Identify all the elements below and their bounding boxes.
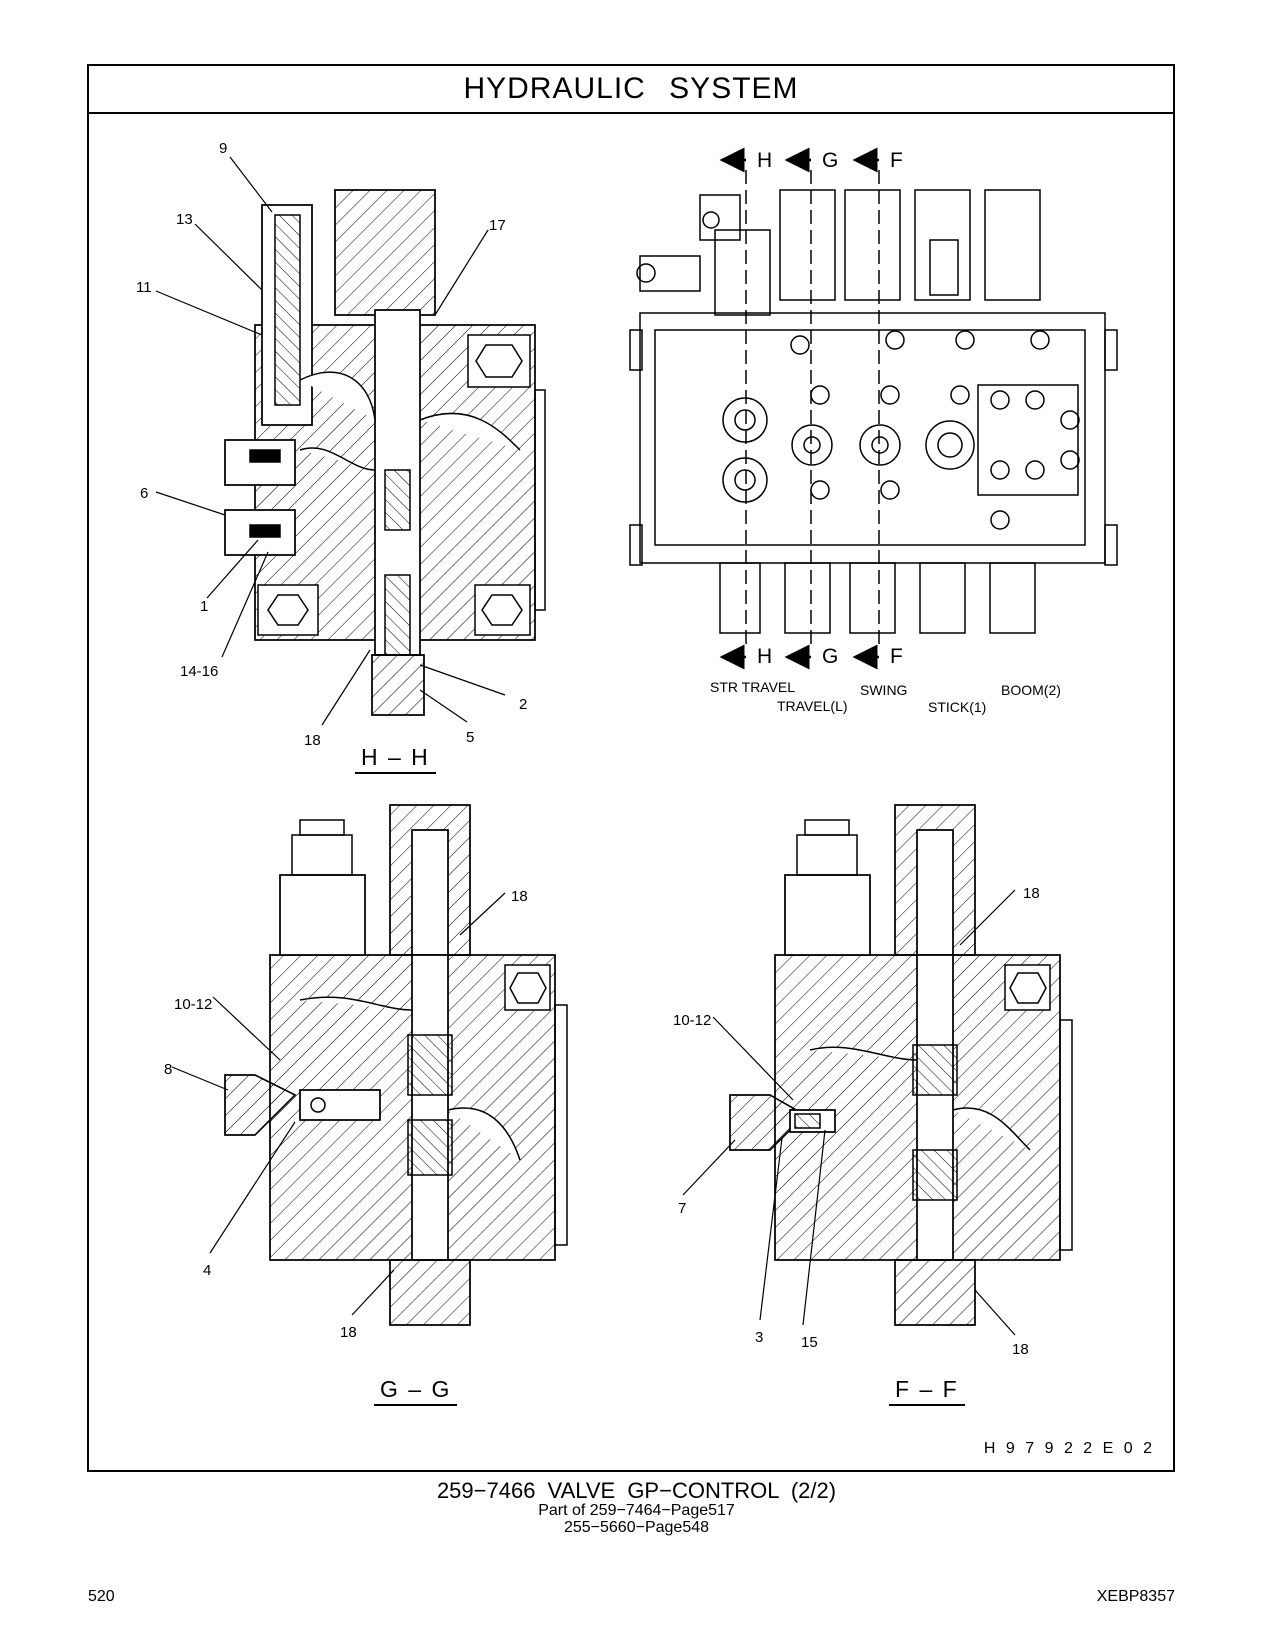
page-title: HYDRAULIC SYSTEM xyxy=(89,66,1173,114)
section-marker-g-top: G xyxy=(822,149,839,172)
section-marker-g-bottom: G xyxy=(822,645,839,668)
page-number: 520 xyxy=(88,1588,115,1605)
section-label-ff: F – F xyxy=(889,1376,965,1406)
callout-13: 13 xyxy=(176,211,193,228)
callout-4: 4 xyxy=(203,1262,212,1279)
callout-9: 9 xyxy=(219,140,228,157)
callout-18: 18 xyxy=(511,888,528,905)
spool-label-boom: BOOM(2) xyxy=(1001,682,1061,698)
callout-6: 6 xyxy=(140,485,149,502)
callout-2: 2 xyxy=(519,696,528,713)
spool-label-stick: STICK(1) xyxy=(928,699,987,715)
drawing-frame: HYDRAULIC SYSTEM H 9 7 9 2 2 E 0 2 xyxy=(87,64,1175,1472)
section-hh-drawing xyxy=(224,189,546,716)
callout-18: 18 xyxy=(1012,1341,1029,1358)
part-reference-1: Part of 259−7464−Page517 xyxy=(538,1502,735,1519)
part-caption: 259−7466 VALVE GP−CONTROL (2/2) xyxy=(436,1478,837,1503)
section-ff-drawing xyxy=(729,804,1073,1326)
callout-11: 11 xyxy=(136,279,152,296)
callout-15: 15 xyxy=(801,1334,818,1351)
callout-18: 18 xyxy=(1023,885,1040,902)
document-id: XEBP8357 xyxy=(1096,1588,1175,1605)
section-label-hh: H – H xyxy=(355,744,436,774)
spool-label-str-travel: STR TRAVEL xyxy=(710,679,796,695)
drawing-code: H 9 7 9 2 2 E 0 2 xyxy=(983,1440,1155,1457)
callout-7: 7 xyxy=(678,1200,687,1217)
section-marker-h-top: H xyxy=(757,149,773,172)
callout-14-16: 14-16 xyxy=(180,663,219,680)
section-marker-h-bottom: H xyxy=(757,645,773,668)
section-label-gg: G – G xyxy=(374,1376,458,1406)
part-reference-2: 255−5660−Page548 xyxy=(563,1519,710,1536)
section-gg-drawing xyxy=(224,804,568,1326)
callout-8: 8 xyxy=(164,1061,173,1078)
callout-1: 1 xyxy=(200,598,209,615)
callout-5: 5 xyxy=(466,729,475,746)
spool-label-swing: SWING xyxy=(860,682,908,698)
spool-label-travel-l: TRAVEL(L) xyxy=(777,698,848,714)
callout-3: 3 xyxy=(755,1329,764,1346)
top-view-drawing xyxy=(629,147,1118,670)
section-marker-f-top: F xyxy=(890,149,903,172)
callout-10-12: 10-12 xyxy=(174,996,213,1013)
callout-18: 18 xyxy=(304,732,321,749)
callout-18: 18 xyxy=(340,1324,357,1341)
leader-lines xyxy=(155,156,1016,1336)
section-marker-f-bottom: F xyxy=(890,645,903,668)
callout-17: 17 xyxy=(489,217,506,234)
callout-10-12: 10-12 xyxy=(673,1012,712,1029)
